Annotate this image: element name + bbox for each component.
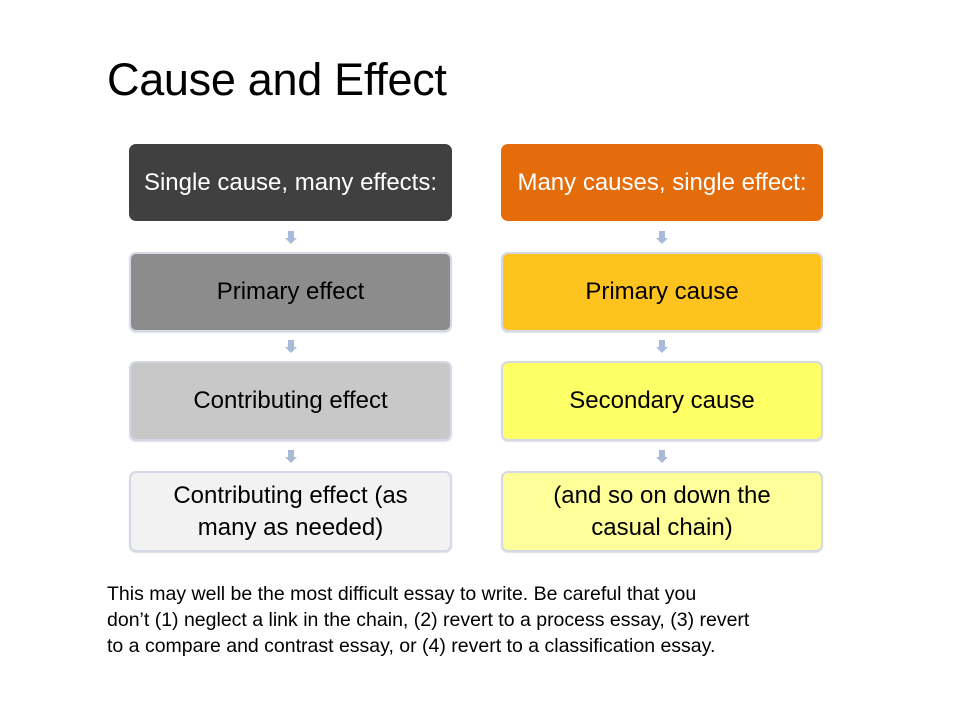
down-arrow-icon (284, 231, 297, 245)
secondary-cause-label: Secondary cause (569, 387, 755, 414)
down-arrow-icon (284, 450, 297, 464)
body-line: don’t (1) neglect a link in the chain, (… (107, 609, 750, 631)
causal-chain-box: (and so on down the casual chain) (501, 471, 823, 552)
primary-effect-box: Primary effect (129, 252, 452, 332)
right-header-label: Many causes, single effect: (517, 168, 807, 196)
primary-cause-box: Primary cause (501, 252, 823, 332)
contributing-effect-label: Contributing effect (193, 387, 388, 414)
causal-chain-label: (and so on down the casual chain) (553, 481, 771, 541)
primary-effect-label: Primary effect (216, 278, 365, 305)
contributing-effect-box: Contributing effect (129, 361, 452, 441)
right-header-box: Many causes, single effect: (501, 144, 823, 221)
down-arrow-icon (656, 450, 668, 464)
left-header-box: Single cause, many effects: (129, 144, 452, 221)
down-arrow-icon (284, 340, 297, 354)
primary-cause-label: Primary cause (585, 278, 739, 305)
body-paragraph: This may well be the most difficult essa… (107, 581, 847, 659)
down-arrow-icon (656, 231, 668, 245)
down-arrow-icon (656, 340, 668, 354)
slide-title: Cause and Effect (107, 54, 447, 105)
body-line: This may well be the most difficult essa… (107, 583, 697, 605)
body-line: to a compare and contrast essay, or (4) … (107, 635, 716, 657)
left-header-label: Single cause, many effects: (143, 168, 438, 196)
secondary-cause-box: Secondary cause (501, 361, 823, 441)
contributing-effect-more-box: Contributing effect (as many as needed) (129, 471, 452, 552)
contributing-effect-more-label: Contributing effect (as many as needed) (173, 481, 408, 541)
